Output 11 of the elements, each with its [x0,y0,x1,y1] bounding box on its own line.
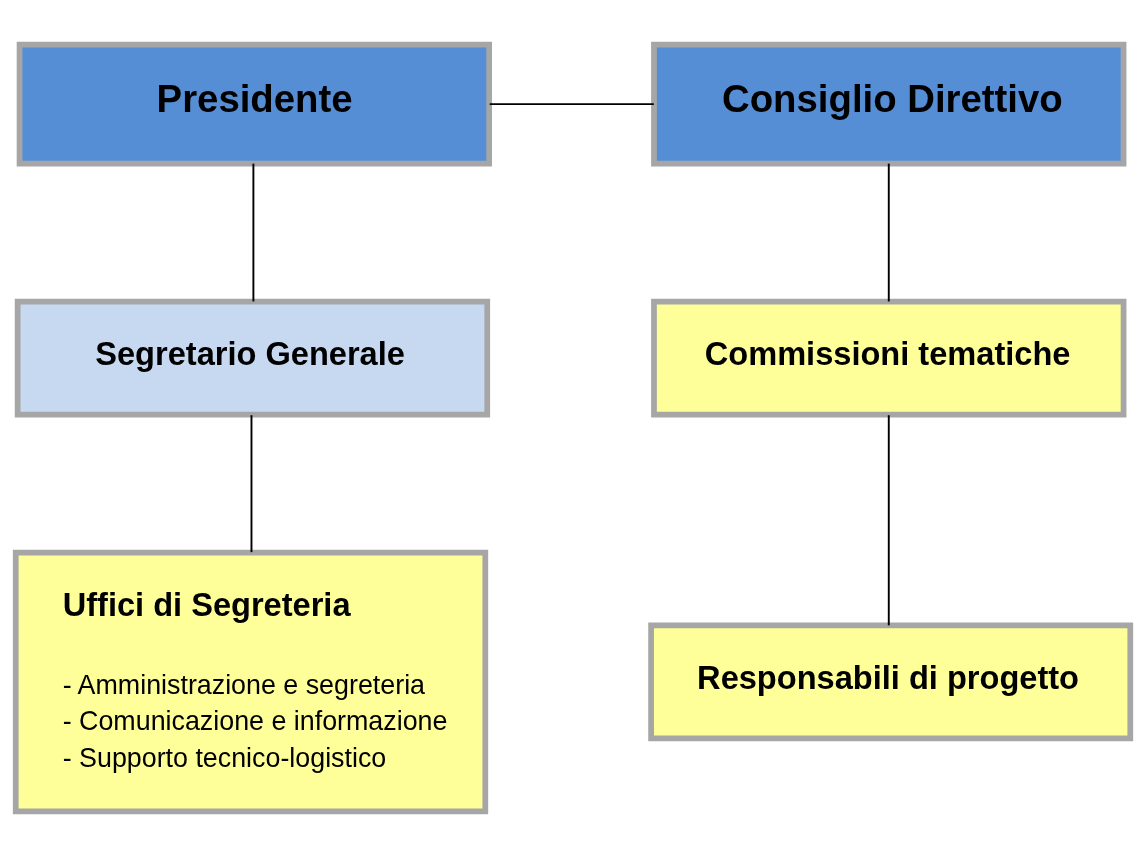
node-box: Segretario Generale [14,298,491,418]
connector [488,103,655,106]
connector [887,414,890,627]
node-box: Responsabili di progetto [648,622,1134,742]
node-box: Consiglio Direttivo [651,41,1127,167]
connector [250,414,253,554]
node-box: Uffici di Segreteria - Amministrazione e segreteria - Comunicazione e informazione - Supporto tecnico-logistico [12,549,489,815]
connector [887,162,890,303]
node-box: Commissioni tematiche [651,298,1127,418]
connector [252,162,255,303]
node-box: Presidente [16,41,493,167]
